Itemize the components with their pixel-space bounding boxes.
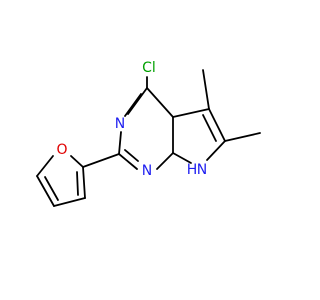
atom-nh-hydrogen: H bbox=[187, 162, 198, 178]
bond-furan-c5-c4-double bbox=[44, 176, 59, 201]
structure-canvas: Cl N N H N O bbox=[36, 60, 261, 207]
bond-c4-n3 bbox=[127, 87, 148, 115]
bond-layer bbox=[36, 69, 261, 207]
bond-c2-n1-double bbox=[124, 149, 139, 162]
bond-furan-c4-c3 bbox=[53, 197, 86, 207]
bond-c2-furan bbox=[82, 153, 120, 168]
bond-furan-c5-c4 bbox=[36, 175, 55, 207]
bond-c6-methyl bbox=[224, 132, 261, 142]
bond-c4-n3-double bbox=[124, 93, 142, 117]
bond-furan-c3-c2-double bbox=[76, 171, 79, 196]
bond-furan-c3-c2 bbox=[82, 166, 86, 199]
bond-c3a-c4 bbox=[146, 87, 174, 118]
atom-chlorine: Cl bbox=[142, 60, 156, 76]
bond-n3-c2 bbox=[118, 131, 122, 155]
bond-c6-n7 bbox=[206, 140, 226, 161]
atom-oxygen: O bbox=[56, 142, 67, 158]
bond-c5-c6-double bbox=[202, 114, 217, 142]
atom-nitrogen-upper: N bbox=[115, 116, 125, 132]
bond-furan-o-c5 bbox=[36, 155, 54, 177]
molecule-diagram: Cl N N H N O bbox=[36, 60, 261, 207]
bond-c2-n1 bbox=[118, 153, 138, 170]
bond-c5-methyl bbox=[202, 69, 210, 110]
bond-furan-c2-o bbox=[70, 155, 84, 168]
bond-n7-c7a bbox=[172, 152, 192, 164]
bond-n1-c7a bbox=[156, 152, 174, 170]
bond-c3a-c5 bbox=[172, 108, 210, 118]
atom-nitrogen-lower: N bbox=[142, 163, 152, 179]
atom-label-layer: Cl N N H N O bbox=[56, 60, 207, 179]
atom-nh-nitrogen: N bbox=[197, 162, 207, 178]
bond-c5-c6 bbox=[208, 108, 226, 142]
